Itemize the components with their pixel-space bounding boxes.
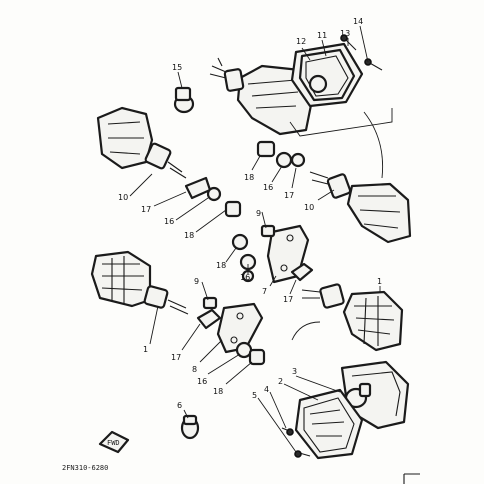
callout-18-upper: 18 — [244, 173, 254, 182]
callout-9-lower: 9 — [194, 277, 199, 286]
callout-18-middle: 18 — [216, 261, 226, 270]
signal-lamp-lower-right — [301, 283, 404, 352]
callout-17-middle: 17 — [283, 295, 293, 304]
callout-12: 12 — [296, 37, 306, 46]
callout-9-middle: 9 — [256, 209, 261, 218]
screws-lower — [281, 427, 311, 458]
callout-10-right: 10 — [304, 203, 314, 212]
lens-screws — [340, 34, 383, 71]
routing-line-top — [363, 111, 384, 179]
callout-18-lower: 18 — [213, 387, 223, 396]
callout-2: 2 — [278, 377, 283, 386]
grommet-stack-upper — [256, 140, 306, 169]
front-direction-marker: FWD — [98, 430, 130, 454]
callout-14: 14 — [353, 17, 363, 26]
callout-16-lower: 16 — [197, 377, 207, 386]
bulb-part-6 — [180, 414, 200, 440]
signal-lamp-rear-left — [90, 250, 189, 315]
callout-8: 8 — [192, 365, 197, 374]
callout-7: 7 — [262, 287, 267, 296]
routing-line-bottom — [291, 321, 321, 341]
callout-16-middle: 16 — [240, 273, 250, 282]
callout-11: 11 — [317, 31, 327, 40]
lens-gasket-set — [290, 42, 364, 108]
callout-17-lower: 17 — [171, 353, 181, 362]
stay-bracket-upper-left — [184, 176, 242, 218]
callout-17-upper-left: 17 — [141, 205, 151, 214]
callout-6: 6 — [177, 401, 182, 410]
part-code-label: 2FN310-6280 — [62, 464, 108, 472]
fwd-label: FWD — [107, 439, 120, 447]
lens-assembly-lower — [294, 388, 364, 460]
callout-15: 15 — [172, 63, 182, 72]
signal-lamp-front-left — [96, 106, 187, 179]
callout-17-upper: 17 — [284, 191, 294, 200]
signal-housing-lower — [340, 360, 410, 430]
callout-5: 5 — [252, 391, 257, 400]
callout-3: 3 — [292, 367, 297, 376]
callout-4: 4 — [264, 385, 269, 394]
leader-lines — [129, 25, 381, 453]
callout-1-left: 1 — [143, 345, 148, 354]
callout-16-upper: 16 — [263, 183, 273, 192]
callout-1-right: 1 — [377, 277, 382, 286]
callout-18-upper-left: 18 — [184, 231, 194, 240]
signal-lamp-front-right — [309, 171, 412, 244]
group-bracket-top — [289, 108, 393, 137]
bulb-part-15 — [173, 86, 195, 114]
stay-bracket-lower-left — [196, 296, 266, 366]
callout-10-left: 10 — [118, 193, 128, 202]
callout-13: 13 — [340, 29, 350, 38]
callout-16-upper-left: 16 — [164, 217, 174, 226]
corner-mark — [403, 473, 420, 484]
washer-middle — [290, 262, 314, 282]
